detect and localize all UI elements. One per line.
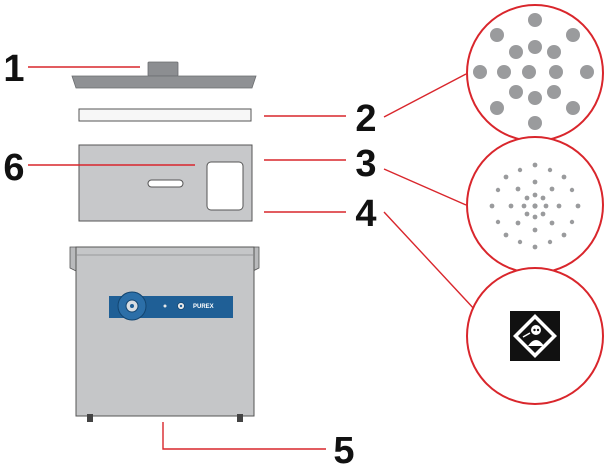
foot-left	[87, 414, 93, 422]
coarse-dots-icon	[473, 13, 594, 130]
filter-label-window	[206, 161, 244, 211]
indicator-led	[163, 304, 167, 308]
hazard-figure-eye-right	[536, 328, 540, 332]
lid	[71, 61, 257, 89]
filter-cartridge	[78, 144, 253, 222]
hazard-diamond-icon	[510, 311, 560, 361]
hazard-figure-body	[528, 340, 544, 346]
zoom-circle-prefilter	[466, 4, 604, 142]
callout-number-6: 6	[3, 147, 24, 189]
leader-line-5	[162, 422, 326, 450]
power-button-center	[179, 304, 183, 308]
brand-logo: PUREX	[193, 304, 214, 310]
leader-zoom-4	[383, 211, 477, 312]
callout-number-3: 3	[355, 143, 376, 185]
prefilter-pad	[78, 108, 252, 122]
zoom-circle-fine-filter	[466, 136, 604, 274]
lid-plate	[71, 75, 257, 89]
speed-knob-center	[130, 304, 134, 308]
filter-handle-slot	[147, 179, 184, 188]
callout-number-4: 4	[355, 193, 376, 235]
lid-outlet-collar	[147, 61, 179, 77]
zoom-circle-carbon-filter	[466, 267, 604, 405]
leader-lines	[28, 66, 477, 450]
hazard-figure-arm	[522, 332, 531, 338]
callout-number-5: 5	[333, 430, 354, 469]
fine-dots-icon	[489, 162, 581, 250]
callout-number-1: 1	[3, 48, 24, 90]
main-unit: PUREX	[69, 246, 260, 422]
leader-zoom-3	[383, 168, 467, 206]
foot-right	[237, 414, 243, 422]
housing-body	[75, 246, 255, 417]
hazard-diamond-inner	[518, 319, 552, 353]
hazard-figure-head	[531, 325, 541, 335]
callout-number-2: 2	[355, 98, 376, 140]
leader-zoom-2	[383, 73, 467, 118]
hazard-figure-eye-left	[533, 328, 536, 332]
